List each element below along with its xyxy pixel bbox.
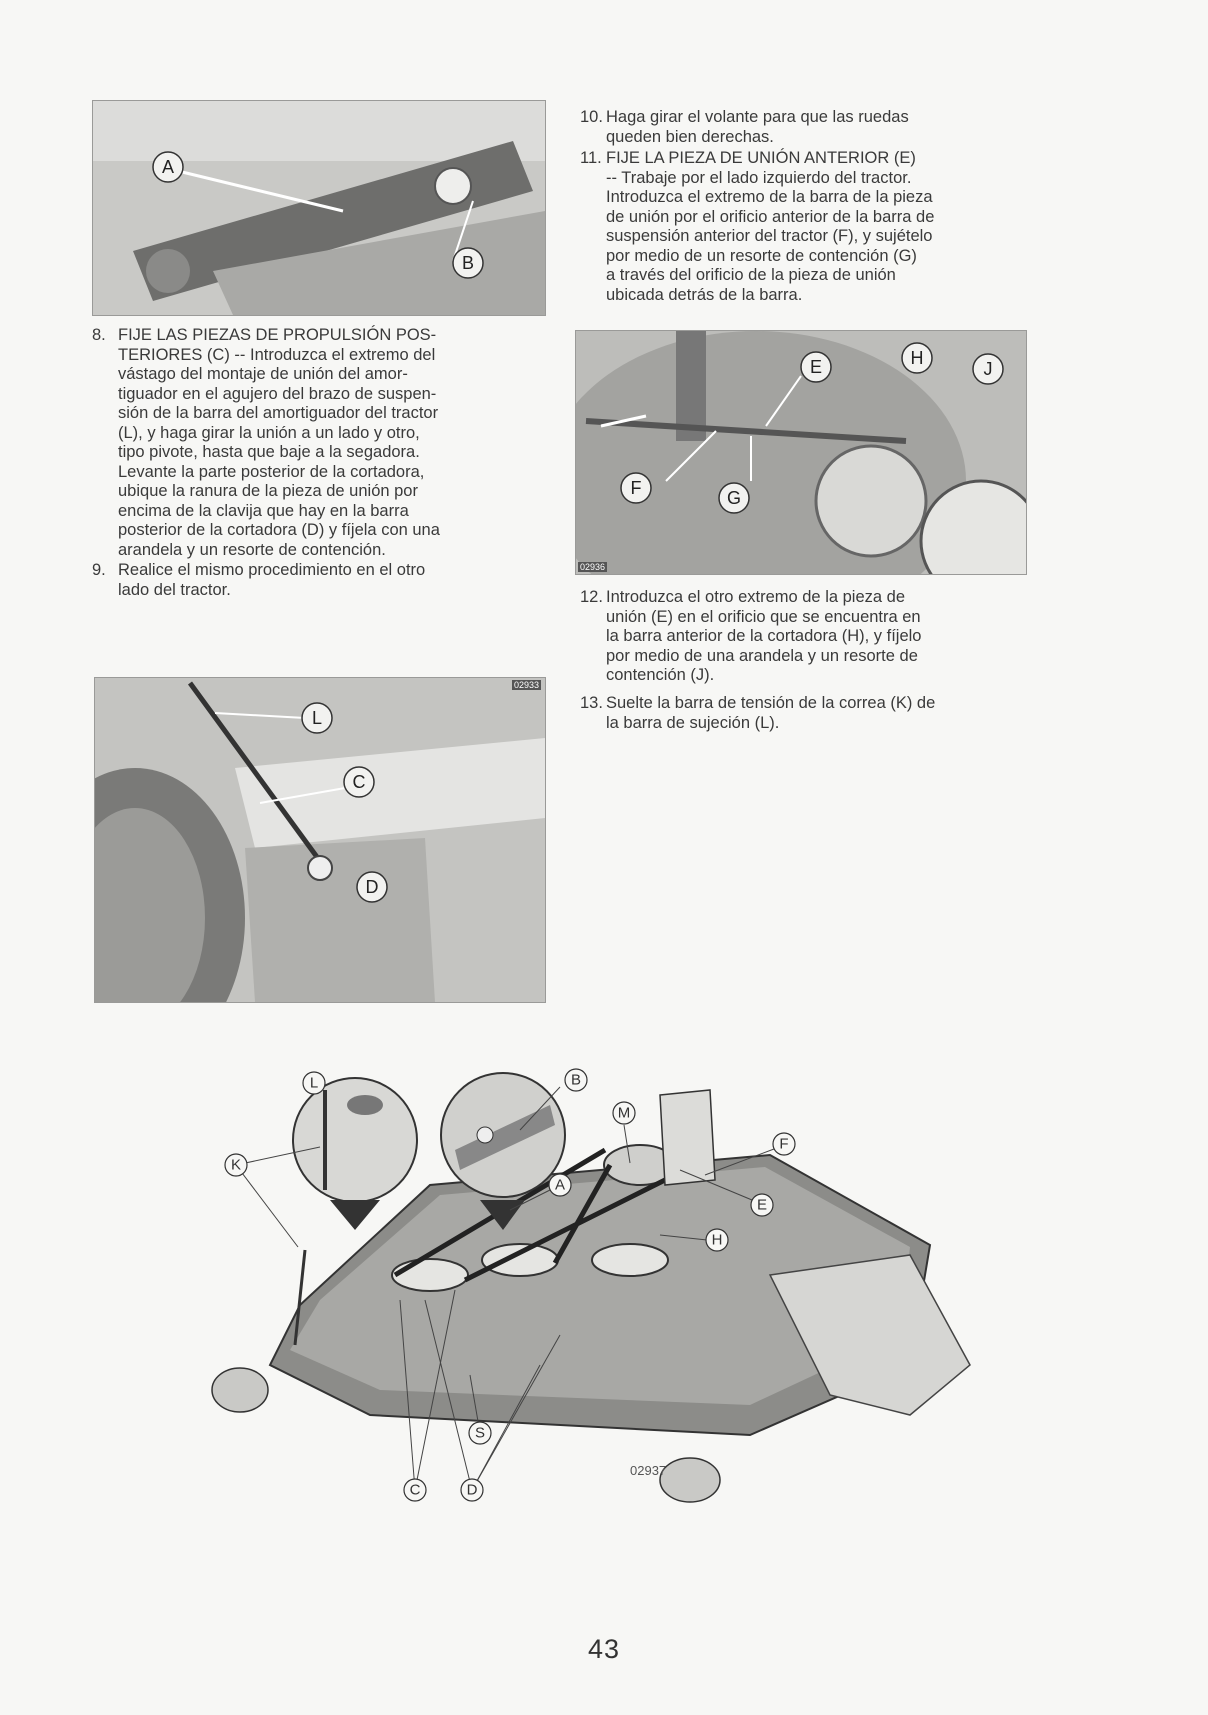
callout-j-label: J [984, 359, 993, 379]
diagram-callout-s: S [468, 1421, 492, 1445]
step-9-text: Realice el mismo procedimiento en el otr… [118, 561, 426, 599]
callout-d: D [356, 871, 388, 903]
photo-rear-link-mount-image: L C D [95, 678, 545, 1002]
diagram-callout-l-label: L [310, 1075, 318, 1092]
photo-code: 02933 [511, 680, 541, 690]
callout-l-label: L [312, 708, 322, 728]
page-number: 43 [587, 1634, 621, 1664]
diagram-callout-l: L [302, 1071, 326, 1095]
diagram-callout-k: K [224, 1153, 248, 1177]
diagram-callout-b-label: B [571, 1072, 581, 1089]
photo-code: 02936 [578, 562, 608, 572]
callout-a: A [152, 151, 184, 183]
step-12: 12. Introduzca el otro extremo de la pie… [580, 588, 1046, 686]
step-8-number: 8. [92, 326, 106, 344]
step-12-text: Introduzca el otro extremo de la pieza d… [606, 588, 922, 684]
photo-rear-link-mount: L C D 02933 [94, 677, 546, 1003]
diagram-callout-a: A [548, 1173, 572, 1197]
diagram-callout-h-label: H [712, 1232, 723, 1249]
callout-e: E [800, 351, 832, 383]
diagram-callout-s-label: S [475, 1425, 485, 1442]
step-13-number: 13. [580, 694, 603, 712]
callout-e-label: E [810, 357, 822, 377]
step-13: 13. Suelte la barra de tensión de la cor… [580, 694, 1046, 733]
diagram-callout-h: H [705, 1228, 729, 1252]
callout-c-label: C [353, 772, 366, 792]
step-12-number: 12. [580, 588, 603, 606]
callout-g: G [718, 482, 750, 514]
step-10-text: Haga girar el volante para que las rueda… [606, 108, 909, 146]
callout-j: J [972, 353, 1004, 385]
diagram-callout-b: B [564, 1068, 588, 1092]
step-11-number: 11. [580, 149, 602, 167]
diagram-callout-c-label: C [410, 1482, 421, 1499]
diagram-callout-f-label: F [779, 1136, 788, 1153]
photo-front-link-image: E H J F G [576, 331, 1026, 574]
step-10: 10. Haga girar el volante para que las r… [580, 108, 1046, 147]
step-9: 9. Realice el mismo procedimiento en el … [92, 561, 558, 600]
diagram-callout-e-label: E [757, 1197, 767, 1214]
diagram-callout-d: D [460, 1478, 484, 1502]
callout-b-label: B [462, 253, 474, 273]
step-13-text: Suelte la barra de tensión de la correa … [606, 694, 936, 732]
diagram-callout-c: C [403, 1478, 427, 1502]
diagram-callout-f: F [772, 1132, 796, 1156]
callout-c: C [343, 766, 375, 798]
mower-deck-drawing: L K B M F A E H [211, 1068, 971, 1503]
diagram-callout-d-label: D [467, 1482, 478, 1499]
step-9-number: 9. [92, 561, 106, 579]
photo-rear-link-arm-image: A B [93, 101, 545, 315]
callout-b: B [452, 247, 484, 279]
callout-h-label: H [911, 348, 924, 368]
photo-rear-link-arm: A B [92, 100, 546, 316]
diagram-code: 02937 [630, 1463, 666, 1478]
detail-circle-b [440, 1072, 566, 1198]
mower-deck-diagram: L K B M F A E H [210, 1035, 1010, 1505]
step-11: 11. FIJE LA PIEZA DE UNIÓN ANTERIOR (E) … [580, 149, 1046, 305]
step-8: 8. FIJE LAS PIEZAS DE PROPULSIÓN POS- TE… [92, 326, 558, 560]
callout-h: H [901, 342, 933, 374]
photo-front-link: E H J F G 02936 [575, 330, 1027, 575]
callout-f: F [620, 472, 652, 504]
diagram-callout-k-label: K [231, 1157, 241, 1174]
callout-a-label: A [162, 157, 174, 177]
callout-g-label: G [727, 488, 741, 508]
callout-f-label: F [631, 478, 642, 498]
diagram-callout-a-label: A [555, 1177, 565, 1194]
callout-l: L [301, 702, 333, 734]
step-8-text: FIJE LAS PIEZAS DE PROPULSIÓN POS- TERIO… [118, 326, 440, 559]
step-10-number: 10. [580, 108, 603, 126]
detail-circle-l [292, 1077, 418, 1203]
callout-d-label: D [366, 877, 379, 897]
diagram-callout-e: E [750, 1193, 774, 1217]
diagram-callout-m: M [612, 1101, 636, 1125]
diagram-callout-m-label: M [618, 1105, 631, 1122]
step-11-text: FIJE LA PIEZA DE UNIÓN ANTERIOR (E) -- T… [606, 149, 935, 304]
